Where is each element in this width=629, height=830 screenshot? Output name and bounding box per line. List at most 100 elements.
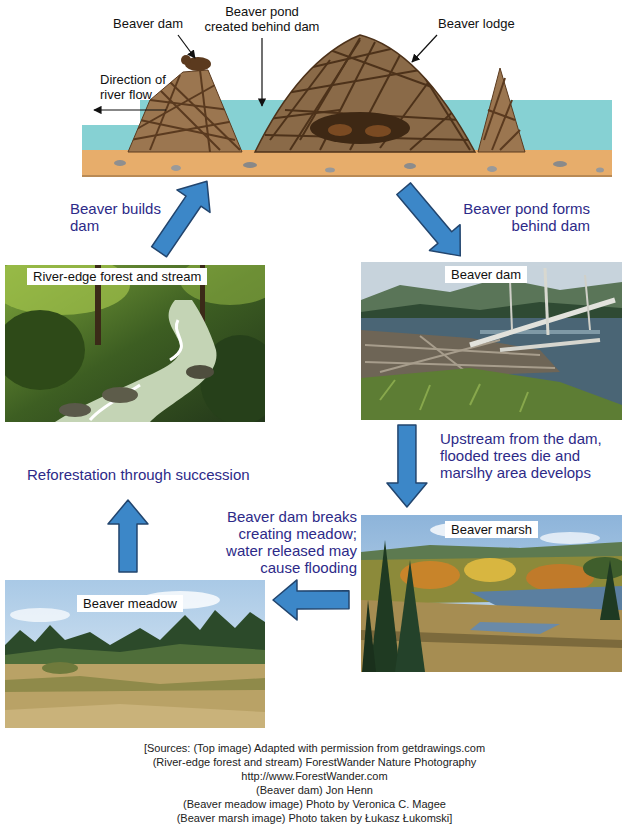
text-slot: Upstream from the dam, flooded trees die…: [440, 430, 618, 481]
forest-photo-part: [102, 387, 138, 403]
leader-line-part: [178, 35, 195, 58]
part-label: Beaver pond created behind dam: [203, 4, 321, 34]
text-slot: Beaver pond created behind dam: [203, 4, 321, 34]
beaver-dam-photo-part: [470, 300, 615, 345]
beaver-meadow-photo-part: [5, 610, 265, 668]
beaver-illustration-part: [82, 175, 612, 177]
beaver-dam-photo-part: [510, 280, 512, 330]
block-arrow: [108, 500, 148, 572]
photo-panel: Beaver dam: [361, 262, 622, 420]
beaver-dam-photo-part: [500, 340, 600, 350]
beaver-dam-photo-part: [361, 318, 622, 420]
beaver-illustration-part-part: [200, 70, 210, 152]
arrow-label: Beaver pond forms behind dam: [440, 200, 590, 234]
beaver-illustration-part: [478, 68, 525, 152]
beaver-illustration-part: [500, 130, 520, 150]
beaver-meadow-photo-part: [42, 662, 78, 674]
beaver-illustration: [82, 35, 612, 176]
text-slot: Beaver dam: [445, 265, 527, 283]
beaver-illustration-part: [365, 125, 391, 137]
leader-line-part: [261, 38, 262, 106]
beaver-marsh-photo-part: [470, 622, 560, 634]
beaver-illustration-part: [260, 38, 470, 150]
beaver-dam-photo-part: [361, 368, 622, 420]
beaver-illustration-part: [171, 165, 181, 171]
beaver-meadow-photo-part: [5, 664, 265, 728]
beaver-dam-photo: [361, 262, 622, 420]
beaver-marsh-photo-part: [361, 515, 622, 672]
text-slot: Beaver builds dam: [70, 200, 170, 234]
beaver-illustration-part: [325, 168, 335, 173]
beaver-dam-photo-part-part: [380, 340, 500, 372]
text-slot: Reforestation through succession: [27, 466, 277, 483]
part-label: Beaver lodge: [438, 16, 515, 31]
forest-photo-part: [186, 365, 214, 379]
beaver-dam-photo-part: [585, 275, 590, 330]
source-credit: (Beaver marsh image) Photo taken by Łuka…: [0, 811, 629, 825]
text-slot: Beaver dam: [113, 16, 183, 31]
leader-line: [94, 35, 437, 110]
arrow-label: Beaver dam breaks creating meadow; water…: [217, 508, 357, 576]
beaver-illustration-part: [310, 112, 410, 144]
beaver-marsh-photo-part: [540, 532, 600, 544]
beaver-illustration-part: [114, 160, 126, 166]
beaver-dam-photo-part: [361, 262, 622, 420]
source-credit: (Beaver meadow image) Photo by Veronica …: [0, 797, 629, 811]
beaver-marsh-photo-part: [464, 558, 516, 582]
block-arrow: [273, 580, 349, 620]
beaver-illustration-part: [488, 110, 515, 120]
beaver-meadow-photo: [5, 580, 265, 728]
beaver-illustration-part-part: [170, 82, 240, 150]
beaver-illustration-part: [181, 55, 191, 65]
beaver-marsh-photo-part: [370, 540, 400, 672]
source-credit: [Sources: (Top image) Adapted with permi…: [0, 741, 629, 755]
beaver-dam-photo-part: [480, 330, 600, 334]
beaver-marsh-photo-part: [583, 557, 622, 579]
beaver-illustration-part: [484, 78, 505, 140]
beaver-illustration-part: [82, 150, 612, 176]
beaver-illustration-part: [243, 162, 257, 168]
text-slot: River-edge forest and stream: [27, 267, 207, 285]
text-slot: Direction of river flow: [100, 72, 180, 102]
beaver-illustration-part: [553, 161, 567, 167]
flow-label: Direction of river flow: [100, 72, 180, 102]
beaver-marsh-photo-part: [600, 560, 620, 620]
arrow-label: Reforestation through succession: [27, 466, 277, 483]
part-label: Beaver dam: [113, 16, 183, 31]
leader-line-part: [94, 109, 166, 110]
text-slot: Beaver marsh: [445, 520, 538, 538]
beaver-illustration-part: [596, 168, 604, 173]
photo-panel: Beaver marsh: [361, 515, 622, 672]
beaver-marsh-photo: [361, 515, 622, 672]
arrow-label: Upstream from the dam, flooded trees die…: [440, 430, 618, 481]
beaver-marsh-photo-part: [362, 600, 376, 672]
text-slot: Beaver meadow: [77, 594, 183, 612]
beaver-illustration-part: [487, 166, 497, 172]
photo-panel: River-edge forest and stream: [5, 265, 265, 422]
beaver-meadow-photo-part: [5, 580, 265, 728]
beaver-meadow-photo-part: [10, 608, 70, 622]
photo-title: Beaver dam: [445, 266, 527, 283]
source-credit: http://www.ForestWander.com: [0, 769, 629, 783]
beaver-illustration-part: [492, 100, 512, 150]
text-slot: Beaver dam breaks creating meadow; water…: [217, 508, 357, 576]
beaver-illustration-part-part: [330, 50, 440, 90]
leader-line-part: [412, 35, 437, 62]
arrow-label: Beaver builds dam: [70, 200, 170, 234]
text-slot: Beaver pond forms behind dam: [440, 200, 590, 234]
forest-photo: [5, 265, 265, 422]
beaver-meadow-photo-part: [5, 676, 265, 692]
beaver-illustration-part: [404, 163, 416, 169]
forest-photo-part: [55, 300, 216, 422]
forest-photo-part: [59, 403, 91, 417]
beaver-dam-photo-part: [545, 268, 548, 335]
illustration-panel: Beaver dam Beaver pond created behind dam…: [82, 0, 612, 178]
beaver-dam-photo-part: [380, 380, 528, 412]
forest-photo-part: [90, 320, 181, 420]
beaver-dam-photo-part-part: [365, 362, 555, 368]
block-arrow: [397, 183, 460, 256]
beaver-illustration-part: [255, 35, 475, 152]
beaver-illustration-part-part: [275, 70, 420, 95]
